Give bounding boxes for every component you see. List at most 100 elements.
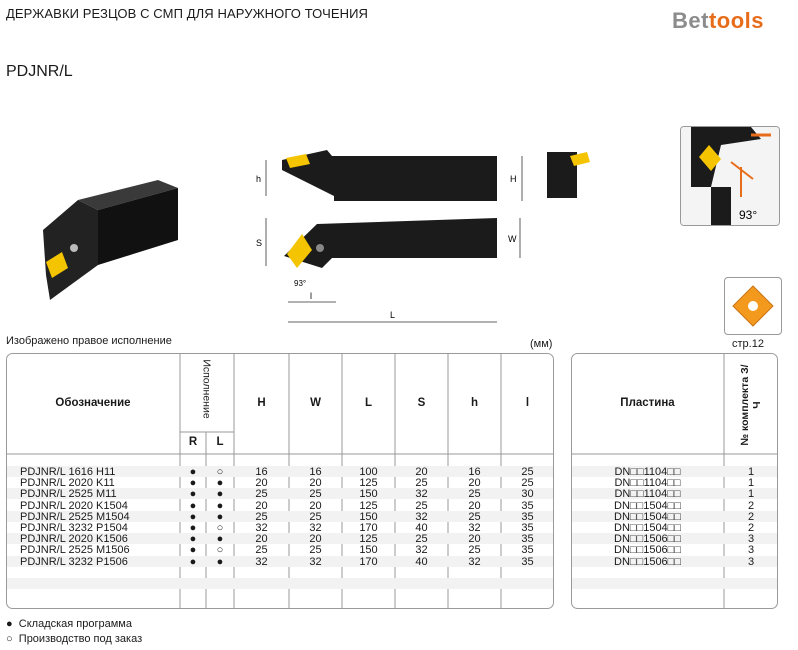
table-cell: 35 bbox=[521, 521, 534, 534]
page-reference: стр.12 bbox=[732, 338, 764, 350]
table-cell: 40 bbox=[415, 555, 428, 568]
table-cell: 25 bbox=[468, 544, 481, 557]
table-cell: 125 bbox=[359, 477, 378, 490]
table-cell: 20 bbox=[255, 499, 268, 512]
table-cell: DN□□1104□□ bbox=[614, 466, 681, 478]
table-cell: ● bbox=[189, 555, 197, 568]
dim-S-label: S bbox=[256, 238, 262, 248]
table-cell: 20 bbox=[309, 477, 322, 490]
table-cell: 20 bbox=[309, 533, 322, 546]
table-cell: 125 bbox=[359, 499, 378, 512]
table-cell: ● bbox=[189, 544, 197, 557]
table-cell: ● bbox=[216, 499, 224, 512]
table-cell: ● bbox=[189, 466, 197, 478]
table-cell: 25 bbox=[255, 510, 268, 523]
table-cell: 25 bbox=[468, 488, 481, 501]
table-cell: 32 bbox=[415, 488, 428, 501]
dim-W-label: W bbox=[508, 234, 517, 244]
detail-angle-label: 93° bbox=[739, 208, 757, 222]
col-h: 16 20 25 20 25 32 20 25 32 bbox=[448, 466, 501, 568]
stock-label: Складская программа bbox=[18, 618, 132, 630]
dim-h-label: h bbox=[256, 174, 261, 184]
table-cell: 150 bbox=[359, 488, 378, 501]
tool-holder-3d-image bbox=[43, 180, 178, 300]
brand-part2: tools bbox=[708, 8, 765, 33]
col-l: ○ ● ● ● ● ○ ● ○ ● bbox=[206, 466, 234, 568]
table-cell: 32 bbox=[468, 555, 481, 568]
table-cell: DN□□1506□□ bbox=[614, 533, 681, 546]
col-H-header: H bbox=[257, 397, 266, 409]
table-cell: PDJNR/L 2020 K11 bbox=[20, 477, 115, 490]
table-cell: 16 bbox=[309, 466, 322, 478]
col-designation: PDJNR/L 1616 H11 PDJNR/L 2020 K11 PDJNR/… bbox=[20, 466, 180, 568]
page-title: ДЕРЖАВКИ РЕЗЦОВ С СМП ДЛЯ НАРУЖНОГО ТОЧЕ… bbox=[6, 6, 369, 21]
col-l-small: 25 25 30 35 35 35 35 35 35 bbox=[501, 466, 554, 568]
table-cell: 1 bbox=[747, 477, 755, 490]
table-cell: 35 bbox=[521, 555, 534, 568]
col-W-header: W bbox=[310, 397, 321, 409]
legend-stock: ● Складская программа bbox=[6, 618, 132, 630]
table-cell: 2 bbox=[747, 499, 755, 512]
table-cell: PDJNR/L 3232 P1504 bbox=[20, 521, 128, 534]
table-cell: ● bbox=[216, 533, 224, 546]
table-cell: 1 bbox=[747, 488, 755, 501]
table-cell: 25 bbox=[521, 477, 534, 490]
table-cell: PDJNR/L 2020 K1504 bbox=[20, 499, 128, 512]
table-cell: ● bbox=[189, 488, 197, 501]
table-cell: 25 bbox=[468, 510, 481, 523]
table-cell: ● bbox=[189, 533, 197, 546]
table-cell: PDJNR/L 2525 M1506 bbox=[20, 544, 130, 557]
dimensions-table: Обозначение Исполнение R L H W L S h l P… bbox=[6, 353, 554, 609]
dim-H-label: H bbox=[510, 174, 517, 184]
table-cell: ● bbox=[216, 555, 224, 568]
table-cell: ● bbox=[189, 499, 197, 512]
brand-part1: Bet bbox=[672, 8, 709, 33]
table-cell: DN□□1506□□ bbox=[614, 544, 681, 557]
table-cell: 20 bbox=[415, 466, 428, 478]
table-cell: 25 bbox=[255, 488, 268, 501]
table-cell: 35 bbox=[521, 510, 534, 523]
col-L: 100 125 150 125 150 170 125 150 170 bbox=[342, 466, 395, 568]
table-cell: PDJNR/L 1616 H11 bbox=[20, 466, 116, 478]
table-cell: 32 bbox=[255, 521, 268, 534]
table-cell: 25 bbox=[415, 533, 428, 546]
insert-image bbox=[724, 277, 782, 335]
col-W: 16 20 25 20 25 32 20 25 32 bbox=[289, 466, 342, 568]
col-H: 16 20 25 20 25 32 20 25 32 bbox=[234, 466, 289, 568]
table-cell: DN□□1104□□ bbox=[614, 477, 681, 490]
table-cell: ● bbox=[216, 477, 224, 490]
order-label: Производство под заказ bbox=[18, 633, 143, 645]
table-cell: 20 bbox=[255, 477, 268, 490]
table-cell: 25 bbox=[415, 499, 428, 512]
table-cell: DN□□1504□□ bbox=[614, 521, 681, 534]
col-r: ● ● ● ● ● ● ● ● ● bbox=[180, 466, 206, 568]
table-cell: DN□□1104□□ bbox=[614, 488, 681, 501]
col-l-header: L bbox=[216, 436, 224, 448]
table-cell: 16 bbox=[468, 466, 481, 478]
table-cell: 3 bbox=[747, 544, 755, 557]
table-cell: 20 bbox=[309, 499, 322, 512]
table-cell: 3 bbox=[747, 533, 755, 546]
table-cell: 150 bbox=[359, 510, 378, 523]
dim-angle-label: 93° bbox=[294, 279, 306, 288]
table-cell: 16 bbox=[255, 466, 268, 478]
table-cell: 25 bbox=[309, 510, 322, 523]
table-cell: 2 bbox=[747, 521, 755, 534]
brand-logo: Bettools bbox=[672, 8, 764, 34]
table-cell: 30 bbox=[521, 488, 534, 501]
table-cell: 170 bbox=[359, 555, 378, 568]
table-cell: 35 bbox=[521, 533, 534, 546]
table-cell: 25 bbox=[415, 477, 428, 490]
col-insert-header: Пластина bbox=[620, 397, 675, 409]
table-cell: ● bbox=[189, 521, 197, 534]
col-insert: DN□□1104□□ DN□□1104□□ DN□□1104□□ DN□□150… bbox=[571, 466, 724, 568]
table-cell: 32 bbox=[255, 555, 268, 568]
table-cell: 32 bbox=[468, 521, 481, 534]
insert-table: Пластина № комплекта З/Ч DN□□1104□□ DN□□… bbox=[571, 353, 778, 609]
table-cell: ● bbox=[216, 510, 224, 523]
table-cell: 20 bbox=[255, 533, 268, 546]
table-cell: 32 bbox=[415, 544, 428, 557]
table-cell: ● bbox=[216, 488, 224, 501]
order-symbol: ○ bbox=[6, 633, 13, 645]
col-h-header: h bbox=[470, 397, 479, 409]
